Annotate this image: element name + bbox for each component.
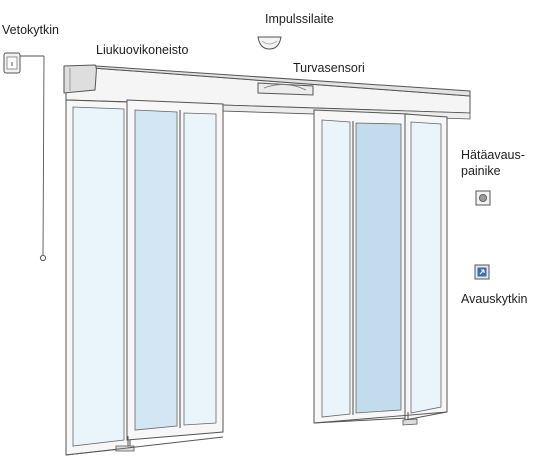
label-safety-sensor: Turvasensori (293, 61, 365, 75)
impulse-device-icon (257, 36, 282, 50)
emergency-button-icon (475, 190, 491, 206)
label-operator: Liukuovikoneisto (96, 43, 189, 57)
label-open-switch: Avauskytkin (461, 292, 528, 306)
label-emergency-button-line1: Hätäavaus- (461, 148, 525, 162)
pull-switch-icon (3, 52, 47, 262)
open-switch-icon (474, 264, 490, 280)
label-pull-switch: Vetokytkin (2, 23, 59, 37)
left-door-set (65, 99, 224, 456)
label-impulse-device: Impulssilaite (265, 12, 334, 26)
right-door-set (313, 109, 448, 426)
safety-sensor-icon (257, 82, 314, 96)
label-emergency-button-line2: painike (461, 164, 501, 178)
